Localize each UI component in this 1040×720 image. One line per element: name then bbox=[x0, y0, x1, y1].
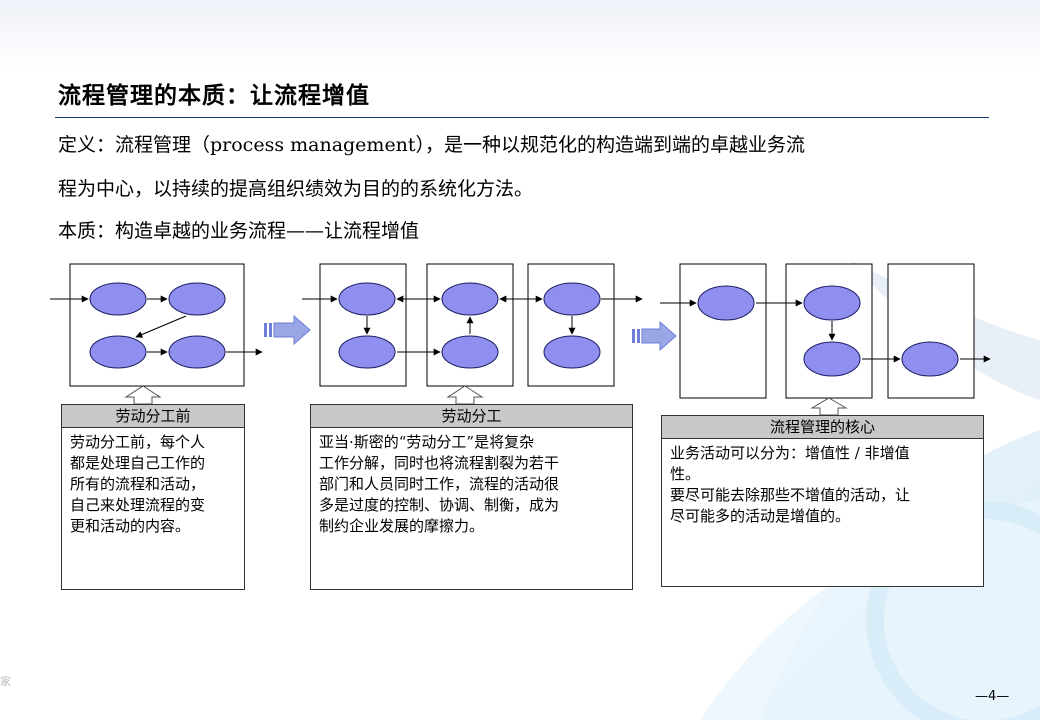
caption-heading: 流程管理的核心 bbox=[662, 416, 983, 439]
stage2-node-2a bbox=[441, 282, 499, 316]
stage1-node-b bbox=[168, 282, 226, 316]
side-watermark: 家 bbox=[0, 675, 11, 688]
essence-line: 本质：构造卓越的业务流程——让流程增值 bbox=[58, 220, 420, 242]
title-divider bbox=[55, 117, 989, 118]
page-number: —4— bbox=[975, 689, 1010, 704]
stage1-node-a bbox=[89, 282, 147, 316]
caption-text: 业务活动可以分为：增值性 / 非增值 性。 要尽可能去除那些不增值的活动，让 尽… bbox=[670, 444, 911, 525]
block-arrow-2 bbox=[632, 320, 677, 352]
caption-box-before-division: 劳动分工前 劳动分工前，每个人 都是处理自己工作的 所有的流程和活动， 自己来处… bbox=[61, 404, 245, 590]
definition-line-2: 程为中心，以持续的提高组织绩效为目的的系统化方法。 bbox=[58, 178, 534, 200]
up-arrow-3 bbox=[810, 397, 848, 416]
caption-heading: 劳动分工 bbox=[311, 405, 632, 428]
stage3-node-3 bbox=[901, 341, 959, 377]
stage3-node-1 bbox=[697, 285, 755, 321]
slide-title: 流程管理的本质：让流程增值 bbox=[58, 83, 370, 109]
stage3-frame-3 bbox=[887, 263, 975, 399]
up-arrow-2 bbox=[446, 385, 484, 405]
caption-box-process-core: 流程管理的核心 业务活动可以分为：增值性 / 非增值 性。 要尽可能去除那些不增… bbox=[661, 415, 984, 587]
stage3-frame-1 bbox=[679, 263, 767, 399]
caption-text: 劳动分工前，每个人 都是处理自己工作的 所有的流程和活动， 自己来处理流程的变 … bbox=[70, 433, 206, 535]
stage2-node-2b bbox=[441, 335, 499, 369]
stage1-arrow-bc bbox=[135, 315, 187, 338]
stage2-node-3a bbox=[543, 282, 601, 316]
stage2-node-1b bbox=[338, 335, 396, 369]
stage2-node-1a bbox=[338, 282, 396, 316]
stage1-node-c bbox=[89, 335, 147, 369]
caption-box-division-of-labor: 劳动分工 亚当·斯密的“劳动分工”是将复杂 工作分解，同时也将流程割裂为若干 部… bbox=[310, 404, 633, 590]
definition-line-1: 定义：流程管理（process management），是一种以规范化的构造端到… bbox=[58, 134, 806, 156]
up-arrow-1 bbox=[124, 385, 162, 405]
stage3-frame-2 bbox=[785, 263, 873, 399]
stage1-frame bbox=[69, 263, 245, 387]
caption-heading: 劳动分工前 bbox=[62, 405, 244, 428]
block-arrow-1 bbox=[264, 314, 311, 346]
caption-text: 亚当·斯密的“劳动分工”是将复杂 工作分解，同时也将流程割裂为若干 部门和人员同… bbox=[319, 433, 560, 535]
stage3-node-2a bbox=[803, 285, 861, 321]
stage3-node-2b bbox=[803, 341, 861, 377]
stage1-node-d bbox=[168, 335, 226, 369]
stage2-node-3b bbox=[543, 335, 601, 369]
